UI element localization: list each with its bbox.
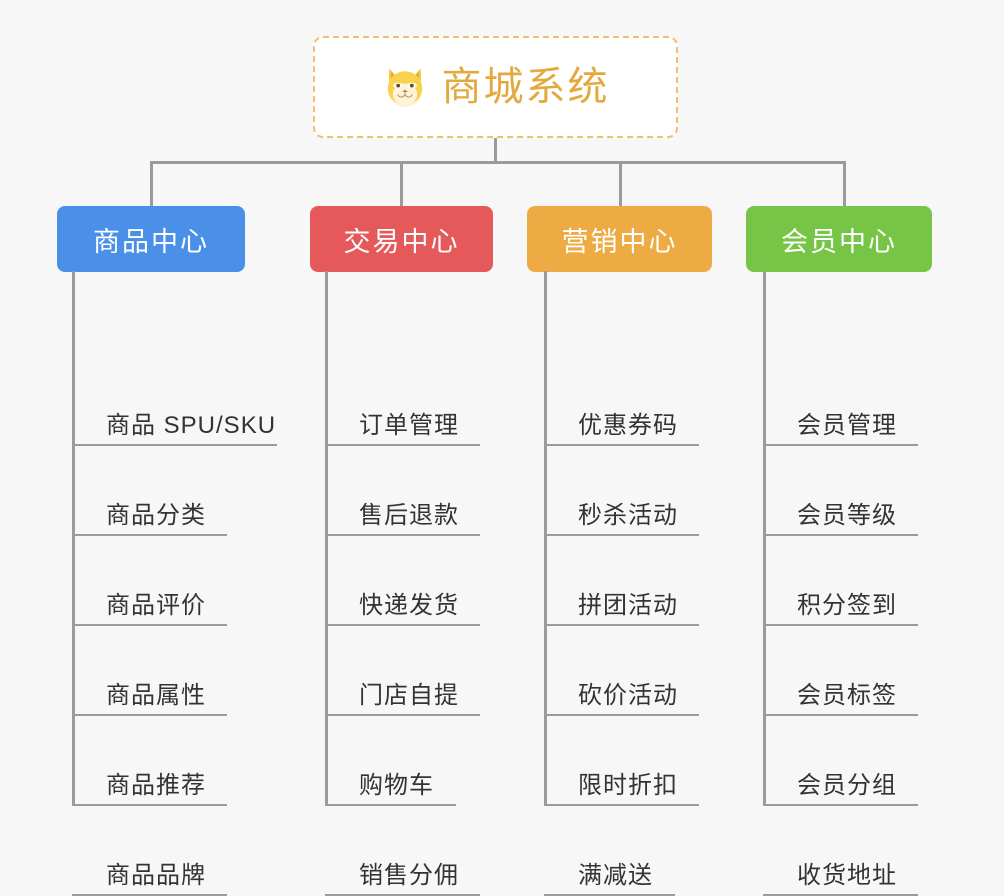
- connector-drop-3: [619, 161, 622, 206]
- leaf-item[interactable]: 拼团活动: [544, 536, 699, 626]
- leaf-item[interactable]: 会员等级: [763, 446, 918, 536]
- connector-drop-1: [150, 161, 153, 206]
- leaf-label: 限时折扣: [578, 771, 678, 799]
- branch-trunk-3: [763, 271, 766, 806]
- category-label-0: 商品中心: [93, 226, 209, 257]
- leaf-label: 订单管理: [359, 411, 459, 439]
- leaf-label: 会员分组: [797, 771, 897, 799]
- category-label-1: 交易中心: [343, 226, 460, 257]
- leaf-label: 拼团活动: [578, 591, 678, 619]
- category-box-2[interactable]: 营销中心: [527, 206, 712, 272]
- leaf-item[interactable]: 秒杀活动: [544, 446, 699, 536]
- leaf-item[interactable]: 商品品牌: [72, 806, 227, 896]
- leaf-item[interactable]: 订单管理: [325, 356, 480, 446]
- category-box-0[interactable]: 商品中心: [57, 206, 245, 272]
- leaf-item[interactable]: 收货地址: [763, 806, 918, 896]
- leaf-item[interactable]: 快递发货: [325, 536, 480, 626]
- branch-trunk-0: [72, 271, 75, 806]
- branch-trunk-2: [544, 271, 547, 806]
- leaf-label: 满减送: [578, 861, 653, 889]
- branch-trunk-1: [325, 271, 328, 806]
- leaf-label: 商品推荐: [106, 771, 206, 799]
- category-box-1[interactable]: 交易中心: [310, 206, 493, 272]
- leaf-label: 会员标签: [797, 681, 897, 709]
- leaf-label: 会员管理: [797, 411, 897, 439]
- category-box-3[interactable]: 会员中心: [746, 206, 932, 272]
- leaf-label: 快递发货: [359, 591, 459, 619]
- leaf-label: 销售分佣: [359, 861, 459, 889]
- category-label-2: 营销中心: [561, 226, 678, 257]
- leaf-item[interactable]: 满减送: [544, 806, 675, 896]
- connector-drop-2: [400, 161, 403, 206]
- leaf-label: 商品 SPU/SKU: [106, 411, 277, 439]
- leaf-label: 收货地址: [797, 861, 897, 889]
- leaf-item[interactable]: 积分签到: [763, 536, 918, 626]
- org-chart-canvas: 商城系统 商品中心 交易中心 营销中心 会员中心 商品 SPU/SKU 商品分类…: [57, 36, 932, 896]
- leaf-item[interactable]: 会员分组: [763, 716, 918, 806]
- category-label-3: 会员中心: [781, 226, 897, 257]
- root-title: 商城系统: [441, 65, 610, 109]
- connector-drop-4: [843, 161, 846, 206]
- leaf-label: 购物车: [359, 771, 434, 799]
- leaf-item[interactable]: 购物车: [325, 716, 456, 806]
- leaf-label: 门店自提: [359, 681, 459, 709]
- leaf-label: 砍价活动: [578, 681, 678, 709]
- leaf-item[interactable]: 售后退款: [325, 446, 480, 536]
- leaf-item[interactable]: 优惠券码: [544, 356, 699, 446]
- leaf-label: 商品评价: [106, 591, 206, 619]
- leaf-item[interactable]: 商品属性: [72, 626, 227, 716]
- leaf-item[interactable]: 门店自提: [325, 626, 480, 716]
- leaf-item[interactable]: 商品 SPU/SKU: [72, 356, 277, 446]
- leaf-item[interactable]: 砍价活动: [544, 626, 699, 716]
- leaf-item[interactable]: 商品推荐: [72, 716, 227, 806]
- shiba-dog-icon: [387, 68, 422, 108]
- leaf-label: 商品属性: [106, 681, 206, 709]
- leaf-label: 商品分类: [106, 501, 206, 529]
- connector-root-stem: [494, 138, 497, 164]
- leaf-label: 会员等级: [797, 501, 897, 529]
- leaf-label: 秒杀活动: [578, 501, 678, 529]
- leaf-item[interactable]: 销售分佣: [325, 806, 480, 896]
- connector-horizontal-bus: [150, 161, 846, 164]
- leaf-label: 优惠券码: [578, 411, 678, 439]
- leaf-item[interactable]: 商品评价: [72, 536, 227, 626]
- leaf-label: 售后退款: [359, 501, 459, 529]
- leaf-item[interactable]: 限时折扣: [544, 716, 699, 806]
- leaf-item[interactable]: 会员管理: [763, 356, 918, 446]
- leaf-item[interactable]: 会员标签: [763, 626, 918, 716]
- leaf-item[interactable]: 商品分类: [72, 446, 227, 536]
- root-node-shop-system[interactable]: 商城系统: [313, 36, 678, 138]
- leaf-label: 积分签到: [797, 591, 897, 619]
- leaf-label: 商品品牌: [106, 861, 206, 889]
